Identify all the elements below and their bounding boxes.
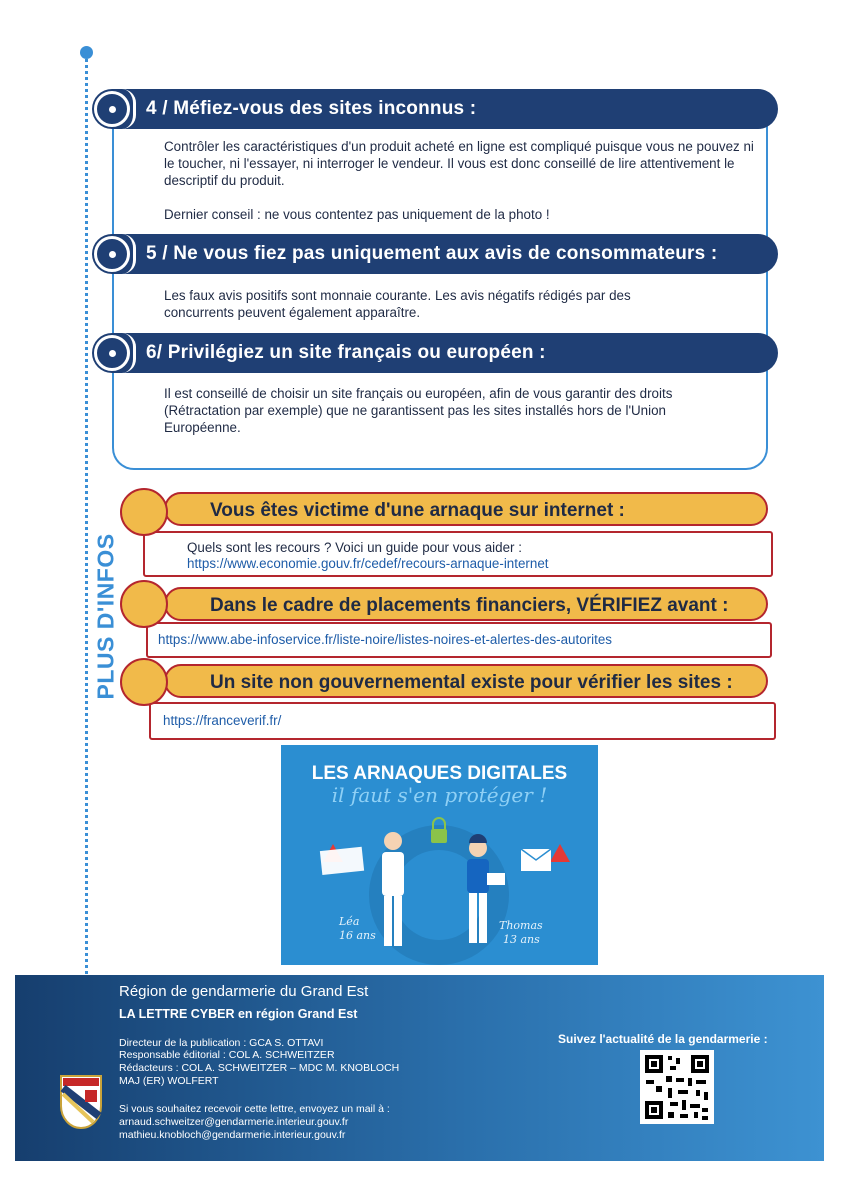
tip-6-title: 6/ Privilégiez un site français ou europ… (146, 342, 546, 363)
tips-frame (112, 110, 768, 470)
footer-email-1[interactable]: arnaud.schweitzer@gendarmerie.interieur.… (119, 1116, 349, 1128)
footer-email-2[interactable]: mathieu.knobloch@gendarmerie.interieur.g… (119, 1129, 346, 1141)
qr-code[interactable] (640, 1050, 714, 1124)
info-1-circle-icon (120, 488, 168, 536)
tip-6-header: 6/ Privilégiez un site français ou europ… (92, 333, 778, 373)
info-1-link[interactable]: https://www.economie.gouv.fr/cedef/recou… (187, 556, 549, 571)
footer-region: Région de gendarmerie du Grand Est (119, 983, 369, 1000)
person-1-name: Léa (339, 915, 360, 928)
person-2-name: Thomas (499, 919, 543, 932)
info-2-box: https://www.abe-infoservice.fr/liste-noi… (146, 622, 772, 658)
bracket-decoration (122, 333, 136, 373)
tip-4-title: 4 / Méfiez-vous des sites inconnus : (146, 98, 477, 119)
tip-4-body: Contrôler les caractéristiques d'un prod… (164, 138, 754, 240)
qr-code-icon (645, 1055, 709, 1120)
plus-infos-label: PLUS D'INFOS (92, 533, 119, 700)
info-2-title: Dans le cadre de placements financiers, … (210, 595, 729, 616)
footer-newsletter: LA LETTRE CYBER en région Grand Est (119, 1007, 358, 1021)
tip-5-body: Les faux avis positifs sont monnaie cour… (164, 287, 684, 338)
tip-5-title: 5 / Ne vous fiez pas uniquement aux avis… (146, 243, 718, 264)
tip-6-paragraph-1: Il est conseillé de choisir un site fran… (164, 386, 673, 435)
tip-4-paragraph-2: Dernier conseil : ne vous contentez pas … (164, 207, 550, 222)
info-1-header: Vous êtes victime d'une arnaque sur inte… (164, 492, 768, 526)
info-1-title: Vous êtes victime d'une arnaque sur inte… (210, 500, 625, 521)
footer: Région de gendarmerie du Grand Est LA LE… (15, 975, 824, 1161)
footer-credit-2: Responsable éditorial : COL A. SCHWEITZE… (119, 1049, 335, 1061)
info-3-circle-icon (120, 658, 168, 706)
tip-5-header: 5 / Ne vous fiez pas uniquement aux avis… (92, 234, 778, 274)
info-1-text: Quels sont les recours ? Voici un guide … (187, 540, 522, 555)
info-3-box: https://franceverif.fr/ (149, 702, 776, 740)
tip-4-header: 4 / Méfiez-vous des sites inconnus : (92, 89, 778, 129)
footer-follow: Suivez l'actualité de la gendarmerie : (558, 1032, 768, 1046)
poster-title: LES ARNAQUES DIGITALES (311, 763, 568, 784)
info-3-link[interactable]: https://franceverif.fr/ (163, 713, 282, 728)
bracket-decoration (122, 234, 136, 274)
person-1-age: 16 ans (339, 929, 376, 942)
poster-subtitle: il faut s'en protéger ! (331, 783, 548, 807)
info-3-header: Un site non gouvernemental existe pour v… (164, 664, 768, 698)
gendarmerie-crest-icon (60, 1075, 102, 1129)
footer-credit-3: Rédacteurs : COL A. SCHWEITZER – MDC M. … (119, 1062, 400, 1074)
footer-subscribe: Si vous souhaitez recevoir cette lettre,… (119, 1103, 390, 1115)
poster-background-art (319, 817, 570, 965)
poster-illustration: LES ARNAQUES DIGITALES il faut s'en prot… (281, 745, 598, 965)
timeline-dot (80, 46, 93, 59)
info-2-link[interactable]: https://www.abe-infoservice.fr/liste-noi… (158, 632, 612, 647)
tip-5-paragraph-1: Les faux avis positifs sont monnaie cour… (164, 288, 631, 320)
tip-6-body: Il est conseillé de choisir un site fran… (164, 385, 724, 453)
footer-credit-4: MAJ (ER) WOLFERT (119, 1075, 219, 1087)
timeline-line (85, 52, 88, 992)
person-2-age: 13 ans (503, 933, 540, 946)
info-1-box: Quels sont les recours ? Voici un guide … (143, 531, 773, 577)
info-2-circle-icon (120, 580, 168, 628)
info-2-header: Dans le cadre de placements financiers, … (164, 587, 768, 621)
bracket-decoration (122, 89, 136, 129)
info-3-title: Un site non gouvernemental existe pour v… (210, 672, 733, 693)
tip-4-paragraph-1: Contrôler les caractéristiques d'un prod… (164, 139, 754, 188)
footer-credit-1: Directeur de la publication : GCA S. OTT… (119, 1037, 324, 1049)
